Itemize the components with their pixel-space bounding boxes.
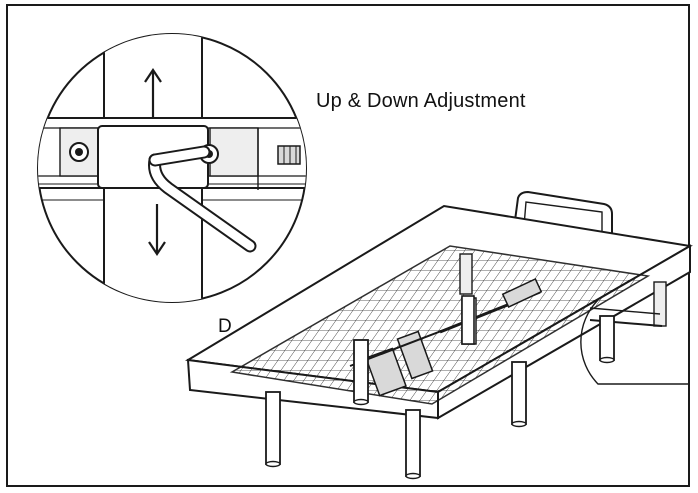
leg xyxy=(511,361,527,425)
corner-bracket xyxy=(653,281,667,327)
detail-callout-arc xyxy=(580,299,690,385)
corner-bracket xyxy=(459,253,473,295)
arrow-up-icon xyxy=(144,68,162,118)
leg xyxy=(461,295,475,345)
detail-magnifier xyxy=(37,33,307,303)
detail-label: D xyxy=(218,316,232,337)
leg xyxy=(405,409,421,477)
leg xyxy=(599,315,615,361)
arrow-down-icon xyxy=(148,204,166,256)
adjustment-caption: Up & Down Adjustment xyxy=(316,90,526,112)
bed-frame xyxy=(185,190,693,480)
bed-legs xyxy=(265,295,615,480)
threaded-bolt-end xyxy=(277,145,301,165)
leg xyxy=(265,391,281,465)
headboard-rail xyxy=(513,190,613,242)
leg xyxy=(353,339,369,403)
motor-assembly xyxy=(349,278,543,397)
hex-key-icon xyxy=(148,145,257,253)
